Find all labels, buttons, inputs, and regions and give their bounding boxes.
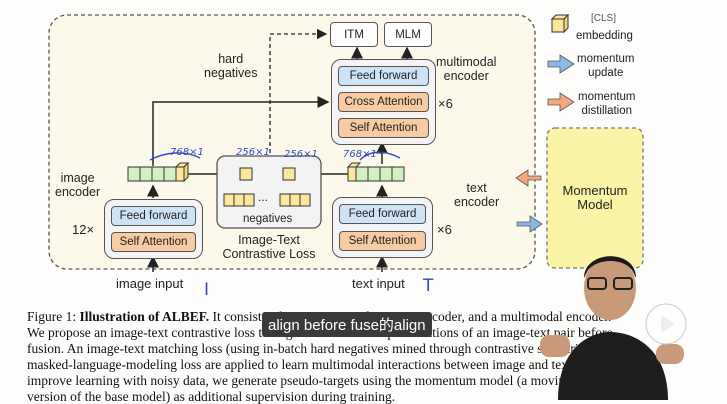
- annotation-i-mark: I: [204, 280, 210, 300]
- txt-times-label: ×6: [437, 222, 452, 237]
- img-self-attention: Self Attention: [111, 232, 196, 252]
- text-token-strip: [346, 162, 405, 182]
- hard-negatives-label: hard negatives: [204, 52, 258, 80]
- legend-momentum-update-label: momentum update: [577, 53, 635, 79]
- legend-cls-label: [CLS]: [591, 13, 617, 24]
- caption-line-3: fusion. An image-text matching loss (usi…: [27, 341, 626, 356]
- image-encoder-label: image encoder: [55, 171, 101, 199]
- caption-line-4: masked-language-modeling loss are applie…: [27, 357, 593, 372]
- negatives-label: negatives: [243, 213, 293, 225]
- mm-ff-label: Feed forward: [349, 70, 418, 82]
- annotation-768-text: 768×1: [343, 149, 377, 160]
- mm-sa-label: Self Attention: [349, 122, 418, 134]
- multimodal-encoder-label: multimodal encoder: [436, 55, 497, 83]
- annotation-256-text: 256×1: [284, 149, 318, 160]
- caption-title: Illustration of ALBEF.: [79, 309, 210, 324]
- mm-ca-label: Cross Attention: [344, 96, 423, 108]
- text-input-label: text input: [352, 276, 405, 291]
- legend-momentum-distillation-label: momentum distillation: [578, 91, 636, 117]
- itm-label: ITM: [344, 28, 364, 41]
- legend-embedding-label: embedding: [576, 30, 633, 42]
- momentum-model-label: Momentum Model: [562, 183, 628, 212]
- image-token-strip: [127, 161, 190, 183]
- annotation-256-image: 256×1: [236, 147, 270, 158]
- txt-feed-forward: Feed forward: [339, 204, 426, 224]
- caption-line-6: version of the base model) as additional…: [27, 389, 396, 404]
- itm-box: ITM: [330, 22, 378, 47]
- mlm-label: MLM: [395, 28, 421, 41]
- img-ff-label: Feed forward: [119, 210, 188, 222]
- mm-cross-attention: Cross Attention: [338, 92, 429, 112]
- itc-loss-label: Image-Text Contrastive Loss: [222, 233, 316, 261]
- image-input-label: image input: [116, 276, 184, 291]
- video-subtitle: align before fuse的align: [262, 312, 432, 337]
- caption-line-5: improve learning with noisy data, we gen…: [27, 373, 619, 388]
- annotation-768-image: 768×1: [170, 147, 204, 158]
- img-feed-forward: Feed forward: [111, 206, 196, 226]
- mm-feed-forward: Feed forward: [338, 66, 429, 86]
- mlm-box: MLM: [384, 22, 432, 47]
- img-times-label: 12×: [72, 222, 95, 237]
- text-encoder-label: text encoder: [454, 181, 500, 209]
- annotation-t-mark: T: [423, 276, 434, 296]
- txt-sa-label: Self Attention: [348, 235, 417, 247]
- mm-times-label: ×6: [438, 96, 453, 111]
- play-icon[interactable]: [644, 302, 688, 346]
- itc-dots: ...: [258, 190, 269, 204]
- txt-self-attention: Self Attention: [339, 231, 426, 251]
- txt-ff-label: Feed forward: [348, 208, 417, 220]
- img-sa-label: Self Attention: [119, 236, 188, 248]
- caption-fig: Figure 1:: [27, 309, 77, 324]
- presenter-video-overlay: [540, 256, 684, 400]
- mm-self-attention: Self Attention: [338, 118, 429, 138]
